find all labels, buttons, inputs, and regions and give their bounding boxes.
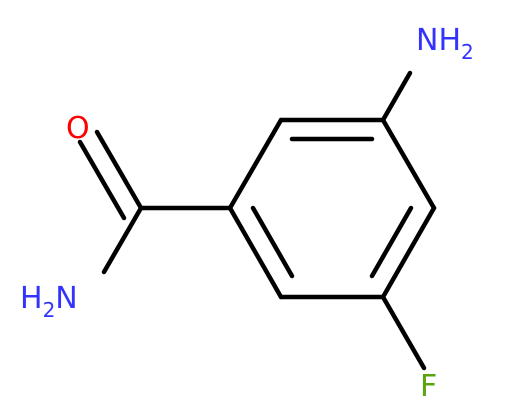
amino-h-count: 2	[461, 40, 474, 64]
ring-bond-3	[380, 205, 437, 300]
ring-bond-6	[227, 117, 284, 211]
carbonyl-bond-a	[94, 129, 144, 211]
bond-layer	[77, 70, 437, 371]
ring-bond-5	[227, 205, 284, 300]
ring-bond-3-inner	[369, 205, 414, 279]
amide-n-bond	[101, 205, 144, 275]
amide-h-count: 2	[43, 298, 56, 322]
ring-bond-5-inner	[250, 205, 295, 279]
amino-h-symbol: H	[438, 23, 461, 58]
amide-group-label: H2N	[20, 281, 78, 322]
ring-bond-2	[380, 117, 437, 211]
fluorine-bond	[380, 294, 427, 371]
carbonyl-bond-b	[77, 139, 127, 221]
amino-bond	[380, 70, 413, 123]
carbonyl-oxygen-label: O	[66, 111, 90, 146]
amino-n-symbol: N	[416, 23, 438, 58]
fluorine-label: F	[420, 369, 437, 404]
amino-group-label: NH2	[416, 23, 474, 64]
amide-h-symbol: H	[20, 281, 43, 316]
amide-n-symbol: N	[55, 281, 77, 316]
